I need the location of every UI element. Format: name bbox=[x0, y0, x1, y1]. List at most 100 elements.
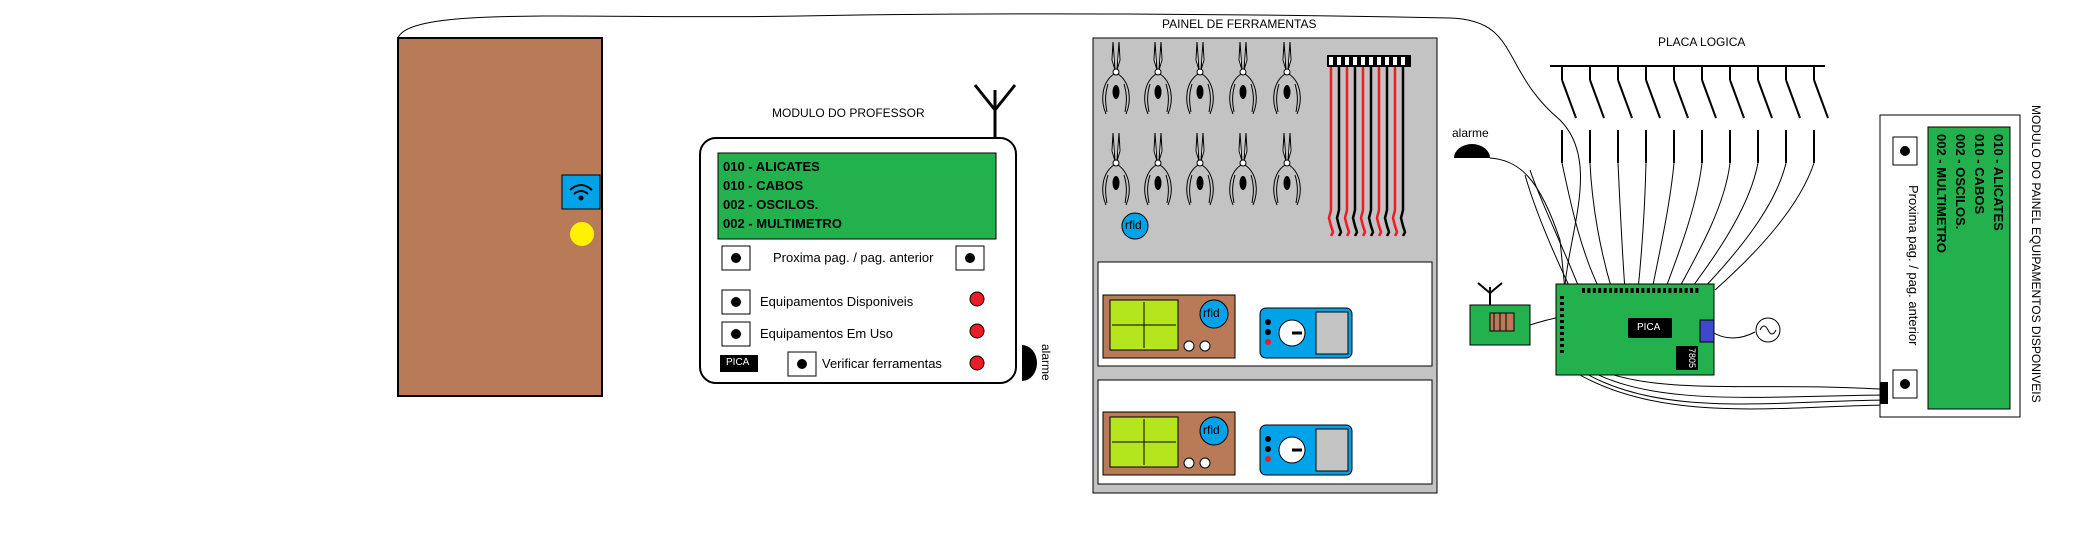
cables-group bbox=[1327, 55, 1411, 237]
equipment-lcd bbox=[1927, 126, 2011, 410]
plier-icon-3 bbox=[1229, 41, 1257, 115]
switch-wire-9 bbox=[1701, 162, 1787, 291]
tool-panel-title: PAINEL DE FERRAMENTAS bbox=[1162, 17, 1317, 31]
door-bulb bbox=[570, 222, 594, 246]
equip-lcd-line-4: 002 - MULTIMETRO bbox=[1934, 134, 1949, 253]
switch-icon-2 bbox=[1617, 66, 1633, 163]
switch-icon-4 bbox=[1673, 66, 1689, 163]
osc1-rfid-label: rfid bbox=[1203, 306, 1220, 320]
power-plug-symbol bbox=[1759, 325, 1777, 335]
board-side-pin-2 bbox=[1560, 308, 1564, 311]
board-pin-0 bbox=[1582, 288, 1585, 293]
board-pin-5 bbox=[1609, 288, 1612, 293]
board-side-pin-0 bbox=[1560, 296, 1564, 299]
led-in-use bbox=[969, 323, 985, 339]
teacher-chip bbox=[720, 355, 758, 372]
plier-icon-7 bbox=[1186, 132, 1214, 206]
board-pin-10 bbox=[1636, 288, 1639, 293]
cable-pin-6 bbox=[1377, 57, 1381, 65]
switch-icon-3 bbox=[1645, 66, 1661, 163]
teacher-alarm-icon bbox=[1022, 345, 1037, 381]
board-regulator bbox=[1676, 346, 1698, 370]
cable-pin-4 bbox=[1361, 57, 1365, 65]
led-available bbox=[969, 291, 985, 307]
multimeter-2 bbox=[1259, 424, 1353, 476]
plier-icon-5 bbox=[1102, 132, 1130, 206]
plier-icon-0 bbox=[1102, 41, 1130, 115]
available-button[interactable] bbox=[721, 289, 751, 315]
switch-icon-6 bbox=[1729, 66, 1745, 163]
switch-icon-9 bbox=[1813, 66, 1829, 163]
equip-nav-prev-button[interactable] bbox=[1892, 136, 1918, 166]
cable-6 bbox=[1375, 67, 1383, 237]
cable-1 bbox=[1335, 67, 1343, 237]
switch-icon-0 bbox=[1561, 66, 1577, 163]
cable-7 bbox=[1383, 67, 1391, 237]
equipment-module-title: MODULO DO PAINEL EQUIPAMENTOS DISPONIVEI… bbox=[2029, 105, 2043, 403]
cable-pin-8 bbox=[1393, 57, 1397, 65]
switch-wire-10 bbox=[1714, 162, 1815, 291]
board-alarm-label: alarme bbox=[1452, 126, 1489, 140]
equip-nav-next-button[interactable] bbox=[1892, 369, 1918, 399]
nav-next-button[interactable] bbox=[955, 245, 985, 271]
plier-icon-2 bbox=[1186, 41, 1214, 115]
wifi-icon bbox=[569, 184, 593, 201]
cable-0 bbox=[1327, 67, 1335, 237]
board-pin-2 bbox=[1592, 288, 1596, 293]
teacher-nav-label: Proxima pag. / pag. anterior bbox=[773, 250, 934, 265]
cable-pin-7 bbox=[1385, 57, 1389, 65]
switch-wire-6 bbox=[1664, 162, 1703, 291]
switch-wire-5 bbox=[1651, 162, 1675, 291]
board-pin-11 bbox=[1641, 288, 1645, 293]
verify-button-label: Verificar ferramentas bbox=[822, 356, 942, 371]
cable-pin-1 bbox=[1337, 57, 1341, 65]
panel-rfid-label: rfid bbox=[1125, 218, 1142, 232]
pliers-group bbox=[1102, 41, 1301, 206]
switch-wire-4 bbox=[1637, 162, 1647, 291]
nav-prev-button[interactable] bbox=[721, 245, 751, 271]
plier-icon-8 bbox=[1229, 132, 1257, 206]
verify-button[interactable] bbox=[787, 351, 817, 377]
board-alarm-icon bbox=[1454, 144, 1490, 158]
rf-module bbox=[1469, 282, 1531, 346]
output-wire-3 bbox=[1579, 369, 1896, 405]
led-verify bbox=[969, 355, 985, 371]
top-wire bbox=[397, 13, 1581, 286]
board-pin-20 bbox=[1690, 288, 1693, 293]
board-pin-17 bbox=[1673, 288, 1677, 293]
equipment-module bbox=[1879, 114, 2021, 418]
plier-icon-1 bbox=[1144, 41, 1172, 115]
equipment-connector bbox=[1880, 382, 1888, 404]
in-use-button-label: Equipamentos Em Uso bbox=[760, 326, 893, 341]
board-side-pin-4 bbox=[1560, 320, 1564, 323]
board-pin-9 bbox=[1630, 288, 1634, 293]
board-chip-label: PICA bbox=[1637, 322, 1661, 333]
in-use-button[interactable] bbox=[721, 321, 751, 347]
switch-icon-5 bbox=[1701, 66, 1717, 163]
cable-pin-9 bbox=[1401, 57, 1405, 65]
teacher-chip-label: PICA bbox=[726, 357, 750, 368]
plier-icon-9 bbox=[1273, 132, 1301, 206]
available-button-label: Equipamentos Disponiveis bbox=[760, 294, 914, 309]
cable-pin-2 bbox=[1345, 57, 1349, 65]
board-pin-18 bbox=[1679, 288, 1683, 293]
board-pin-19 bbox=[1684, 288, 1688, 293]
door bbox=[397, 37, 603, 397]
board-side-pin-6 bbox=[1560, 332, 1564, 335]
board-side-pin-9 bbox=[1560, 350, 1564, 353]
switch-wire-8 bbox=[1689, 162, 1759, 291]
equip-lcd-line-2: 010 - CABOS bbox=[1972, 134, 1987, 215]
teacher-module-title: MODULO DO PROFESSOR bbox=[772, 106, 925, 120]
equip-nav-label: Proxima pag. / pag. anterior bbox=[1906, 185, 1921, 346]
board-pin-12 bbox=[1646, 288, 1650, 293]
teacher-alarm-label: alarme bbox=[1039, 344, 1053, 381]
plier-icon-4 bbox=[1273, 41, 1301, 115]
plier-icon-6 bbox=[1144, 132, 1172, 206]
board-pin-header bbox=[1560, 288, 1699, 353]
switch-icon-8 bbox=[1785, 66, 1801, 163]
tool-panel bbox=[1092, 37, 1438, 494]
board-pin-6 bbox=[1614, 288, 1618, 293]
cable-2 bbox=[1343, 67, 1351, 237]
antenna-icon bbox=[973, 84, 1017, 140]
